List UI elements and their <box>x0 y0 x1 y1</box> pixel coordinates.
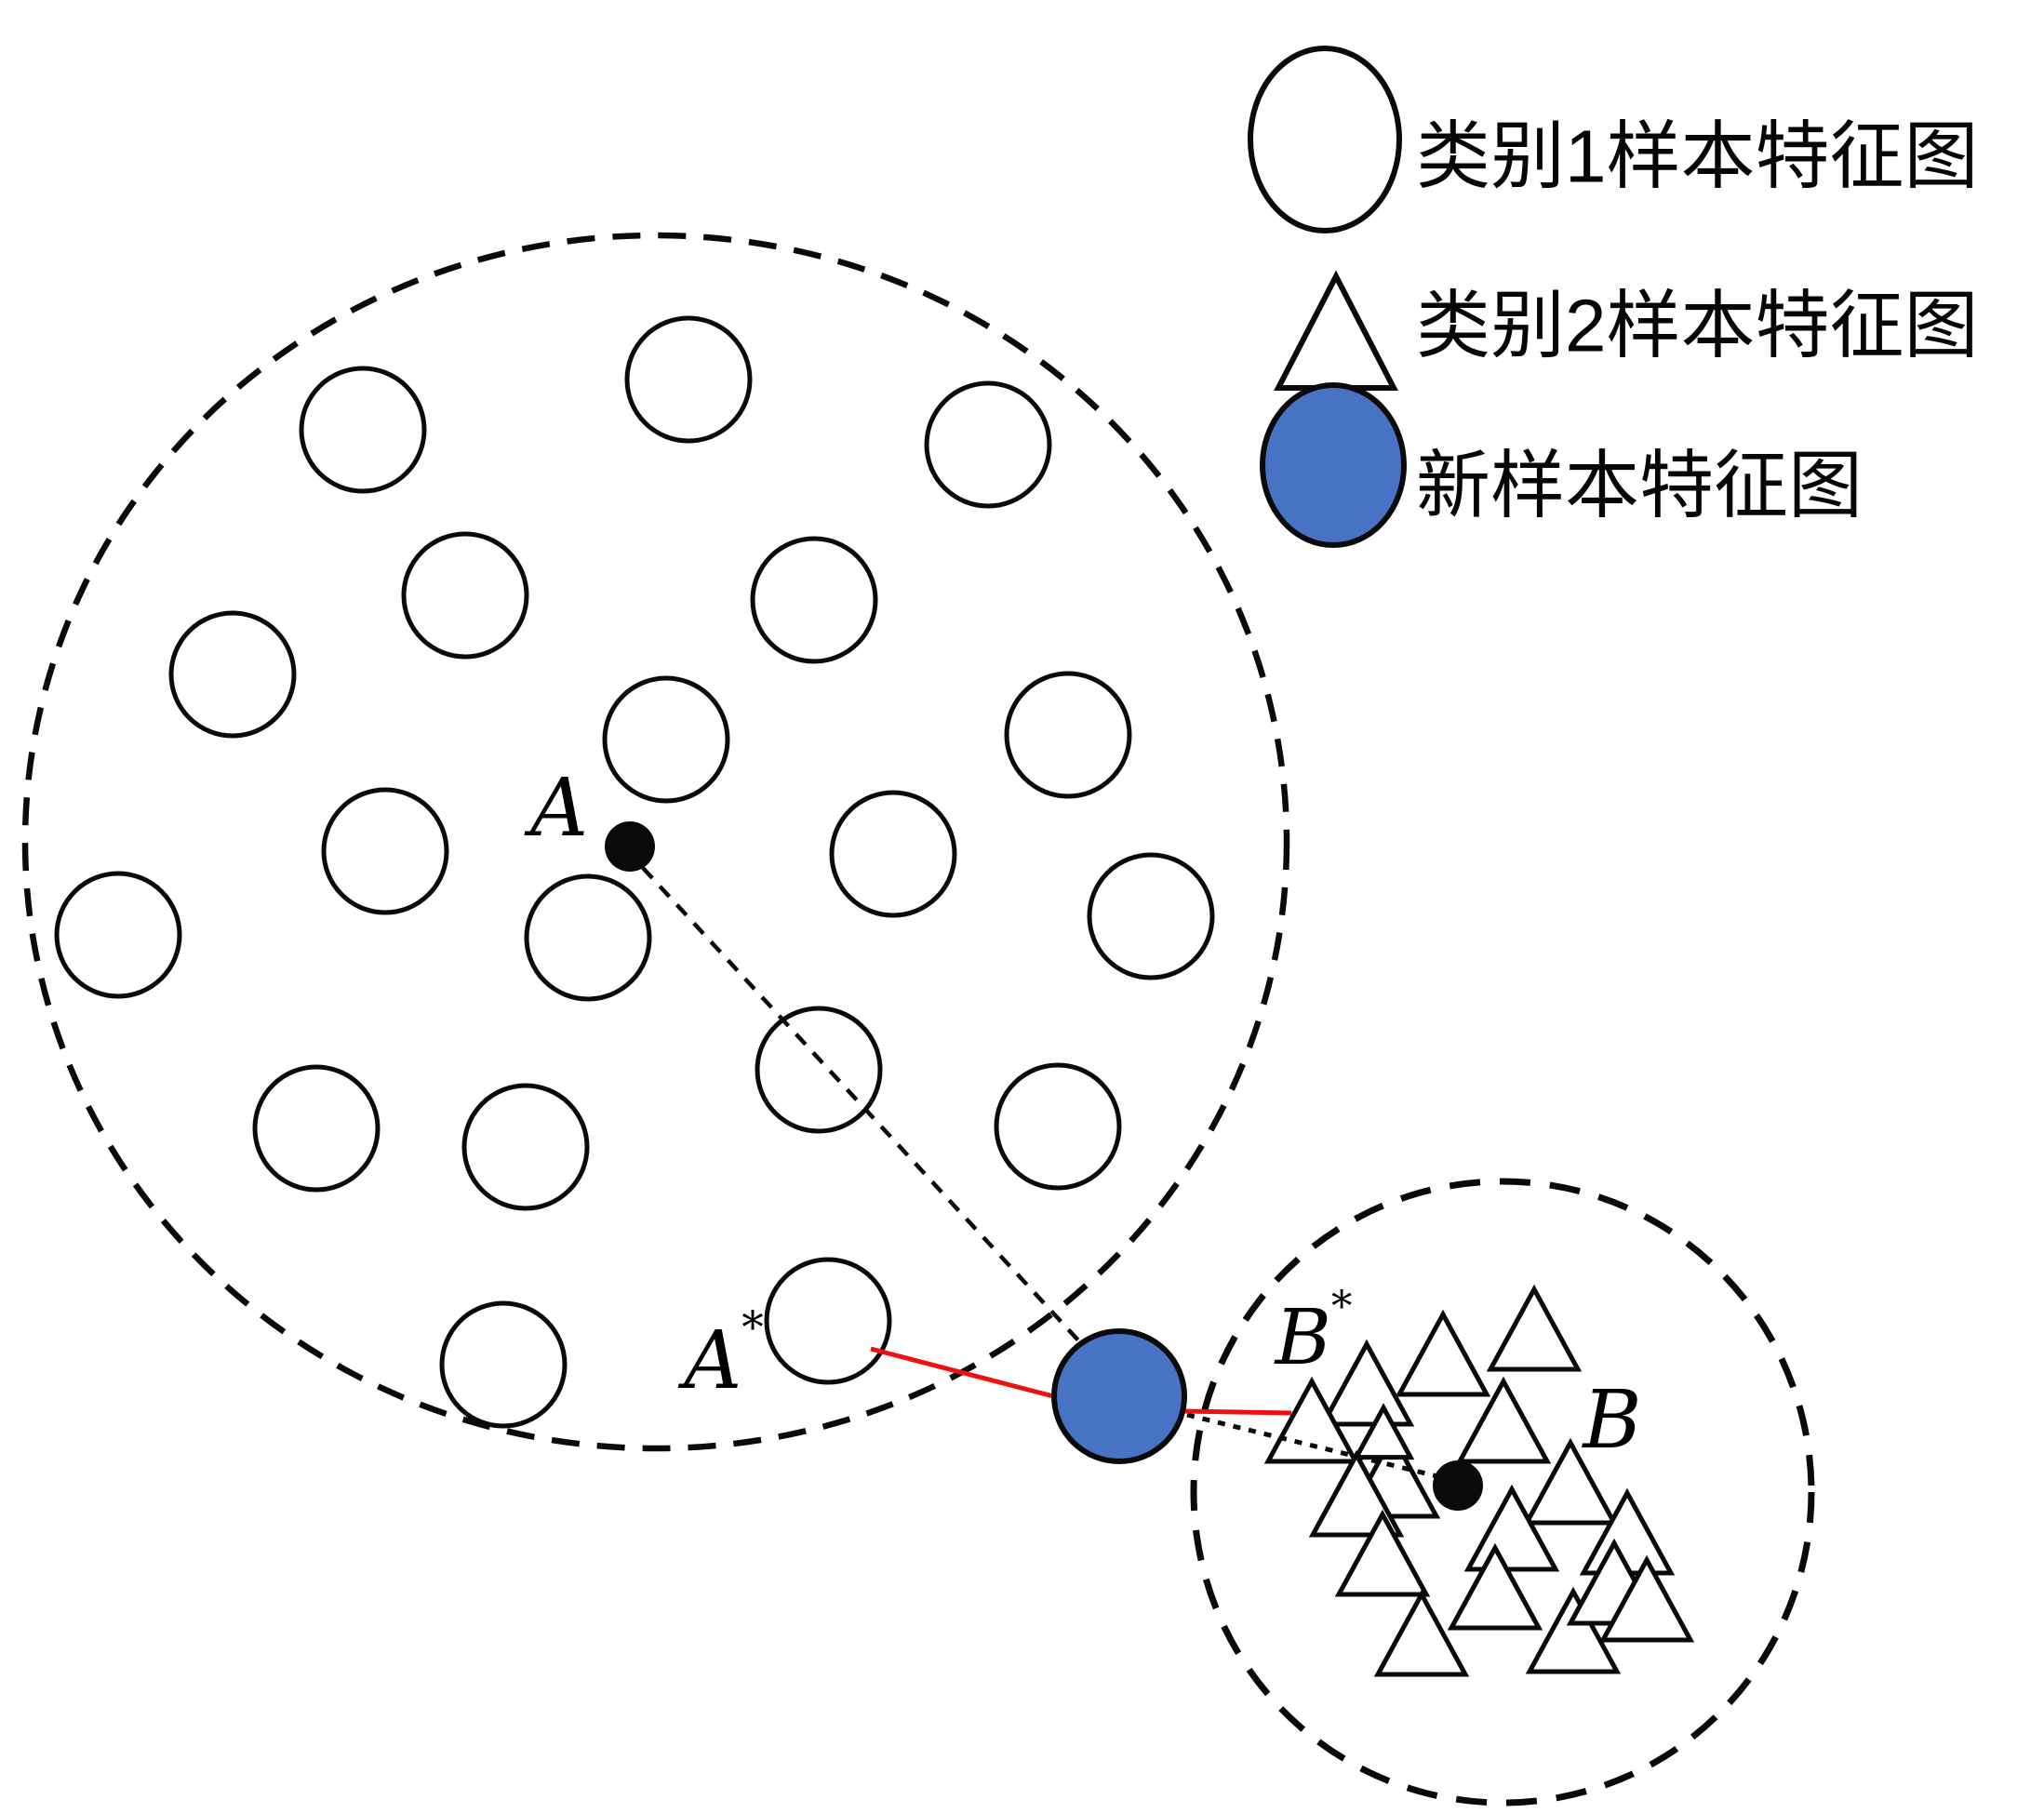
class2-sample-triangle <box>1395 1309 1491 1397</box>
class2-sample-triangle <box>1447 1542 1543 1631</box>
legend-new-sample-symbol <box>1260 382 1407 548</box>
class2-sample-triangle <box>1598 1554 1695 1643</box>
legend-class2-symbol <box>1274 270 1398 391</box>
class1-sample-circle <box>461 1083 590 1211</box>
cluster-b-boundary <box>1190 1178 1815 1806</box>
class1-sample-circle <box>401 531 529 660</box>
legend-class2-symbol-label: 类别2样本特征图 <box>1416 285 1979 367</box>
class2-sample-triangle <box>1455 1376 1552 1464</box>
class1-sample-circle <box>750 536 878 664</box>
class1-sample-circle <box>994 1062 1122 1191</box>
class1-sample-circle <box>829 790 957 918</box>
class1-sample-circle <box>1087 852 1215 980</box>
label-a: A <box>524 762 588 855</box>
new-sample-point <box>1051 1328 1187 1464</box>
class1-sample-circle <box>624 315 753 444</box>
class2-sample-triangle <box>1263 1376 1360 1464</box>
class1-sample-circle <box>168 610 297 739</box>
class1-sample-circle <box>54 871 182 999</box>
legend-class1-symbol <box>1248 46 1402 233</box>
line-new-sample-to-b-center <box>1186 1412 1446 1481</box>
class2-sample-triangle <box>1352 1403 1415 1460</box>
class1-sample-circle <box>252 1064 381 1193</box>
class1-sample-circle <box>924 380 1052 509</box>
cluster-b-center-dot <box>1433 1460 1483 1511</box>
red-line-new-sample-to-a-star <box>870 1346 1058 1400</box>
class1-sample-circle <box>602 675 730 804</box>
class1-sample-circle <box>755 1006 883 1134</box>
line-a-center-to-new-sample <box>641 866 1092 1355</box>
label-b-star: B* <box>1274 1281 1353 1381</box>
class2-sample-triangle <box>1334 1509 1431 1597</box>
label-b: B <box>1581 1374 1641 1467</box>
class2-sample-triangle <box>1486 1284 1583 1372</box>
cluster-a-center-dot <box>605 821 655 872</box>
class2-sample-triangle <box>1463 1484 1560 1572</box>
class1-sample-circle <box>321 787 449 915</box>
class1-sample-circle <box>764 1257 892 1385</box>
class2-sample-triangle <box>1308 1449 1405 1538</box>
class2-sample-triangle <box>1373 1589 1470 1677</box>
label-a-star: A* <box>677 1301 764 1407</box>
class1-sample-circle <box>439 1300 568 1429</box>
legend-class1-symbol-label: 类别1样本特征图 <box>1416 115 1979 198</box>
class2-sample-triangle <box>1525 1586 1622 1674</box>
class2-sample-triangle <box>1522 1437 1619 1526</box>
legend-new-sample-symbol-label: 新样本特征图 <box>1416 445 1863 527</box>
class1-sample-circle <box>1004 671 1132 799</box>
red-line-new-sample-to-b-star <box>1182 1408 1292 1416</box>
cluster-a-boundary <box>21 232 1290 1452</box>
class1-sample-circle <box>299 366 427 494</box>
class1-sample-circle <box>524 873 652 1002</box>
class2-sample-triangle <box>1318 1339 1415 1427</box>
